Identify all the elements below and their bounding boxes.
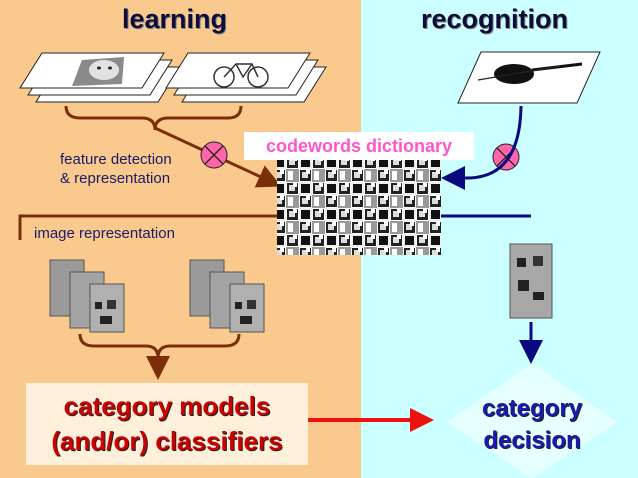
- decision-diamond: [447, 364, 617, 478]
- category-decision-line1: category: [481, 395, 583, 422]
- violin-image-icon: [457, 51, 601, 104]
- feature-detection-label-line1: feature detection: [60, 151, 172, 168]
- recognition-feature-arrow: [441, 105, 523, 190]
- learning-images-brace: [64, 105, 243, 131]
- category-models-box: [26, 383, 308, 465]
- face-image-stack-icon: [19, 52, 181, 103]
- learning-heading: learning: [122, 4, 228, 34]
- codewords-dictionary-label: codewords dictionary: [244, 132, 474, 160]
- category-models-line1: category models: [63, 391, 271, 421]
- category-decision-line2: decision: [483, 427, 581, 454]
- bag-of-words-icon: [509, 243, 553, 319]
- image-representation-label: image representation: [34, 225, 175, 242]
- bicycle-image-stack-icon: [165, 52, 327, 103]
- feature-detection-label-line2: & representation: [60, 170, 171, 187]
- crossed-circle-icon: [200, 141, 228, 169]
- bag-of-words-icon: [49, 259, 125, 333]
- codeword-grid-icon: [277, 159, 441, 255]
- image-representation-line: [18, 214, 277, 240]
- category-decision-text: category decision: [462, 393, 602, 457]
- category-models-line2: (and/or) classifiers: [51, 426, 283, 456]
- bag-of-words-icon: [189, 259, 265, 333]
- category-models-text: category models (and/or) classifiers: [26, 389, 308, 459]
- recognition-heading: recognition: [421, 4, 568, 34]
- bags-brace: [78, 333, 241, 359]
